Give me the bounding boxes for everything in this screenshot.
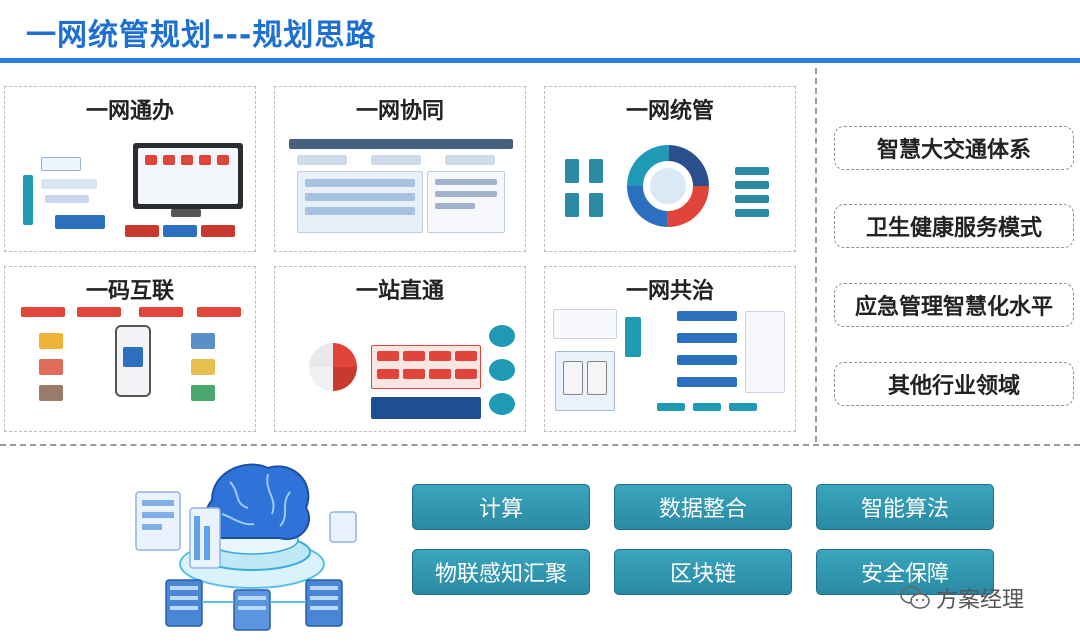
capability-compute: 计算 (412, 484, 590, 530)
panel-yiwang-tongban: 一网通办 (4, 86, 256, 252)
side-item-transport: 智慧大交通体系 (834, 126, 1074, 170)
cycle-diagram (309, 343, 357, 391)
panel-title: 一网协同 (355, 99, 444, 124)
panel-title: 一站直通 (355, 279, 444, 304)
watermark-text: 方案经理 (936, 588, 1025, 613)
panel-yiwang-xietong: 一网协同 (274, 86, 526, 252)
panel-title: 一码互联 (85, 279, 174, 304)
panel-title: 一网统管 (625, 99, 714, 124)
panel-title: 一网共治 (625, 279, 714, 304)
panel-yiwang-tongguan: 一网统管 (544, 86, 796, 252)
ai-brain-icon (135, 463, 357, 631)
vertical-divider (815, 68, 817, 442)
brain-server-illustration (130, 452, 370, 636)
panel-yiwang-gongzhi: 一网共治 (544, 266, 796, 432)
page-title: 一网统管规划---规划思路 (26, 18, 377, 53)
capability-security: 安全保障 (816, 549, 994, 595)
side-item-other: 其他行业领域 (834, 362, 1074, 406)
capability-iot-aggregation: 物联感知汇聚 (412, 549, 590, 595)
side-item-emergency: 应急管理智慧化水平 (834, 283, 1074, 327)
capability-blockchain: 区块链 (614, 549, 792, 595)
horizontal-divider (0, 444, 1080, 446)
panel-yizhan-zhitong: 一站直通 (274, 266, 526, 432)
side-item-health: 卫生健康服务模式 (834, 204, 1074, 248)
panel-yima-hulian: 一码互联 (4, 266, 256, 432)
title-underline (0, 58, 1080, 63)
watermark: 方案经理 (900, 582, 1024, 614)
capability-smart-algorithm: 智能算法 (816, 484, 994, 530)
panel-title: 一网通办 (85, 99, 174, 124)
donut-diagram (627, 145, 709, 227)
wechat-icon (900, 586, 930, 609)
capability-data-integration: 数据整合 (614, 484, 792, 530)
